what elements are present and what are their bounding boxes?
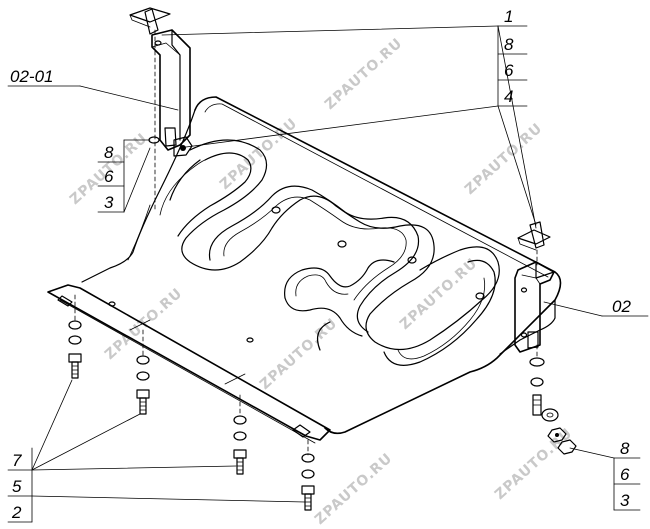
callout-label: 6 <box>504 61 514 80</box>
fastener-stack-3 <box>233 415 247 475</box>
callout-label: 3 <box>620 491 630 510</box>
fastener-stack-1 <box>68 320 82 379</box>
callout-bottom-left: 7 5 2 <box>11 451 22 522</box>
callout-label: 6 <box>104 167 114 186</box>
watermark: ZPAUTO.RU <box>492 425 576 503</box>
watermark: ZPAUTO.RU <box>312 450 396 528</box>
callout-label: 1 <box>504 7 513 26</box>
callout-left-middle: 8 6 3 <box>104 143 114 212</box>
watermark: ZPAUTO.RU <box>217 115 301 193</box>
assembly-axes <box>74 29 538 456</box>
top-right-clip <box>517 221 551 251</box>
watermark: ZPAUTO.RU <box>257 315 341 393</box>
watermark: ZPAUTO.RU <box>397 255 481 333</box>
callout-label: 2 <box>11 503 22 522</box>
callout-label: 4 <box>504 87 513 106</box>
callout-label: 8 <box>620 439 630 458</box>
callout-top-right: 1 8 6 4 <box>504 7 514 106</box>
callout-tag-02-01: 02-01 <box>10 67 53 86</box>
left-bracket <box>148 29 193 157</box>
top-left-clip <box>129 7 171 35</box>
callout-label: 8 <box>104 143 114 162</box>
fastener-stack-right <box>529 357 577 455</box>
callout-tag-02: 02 <box>612 297 631 316</box>
leader-lines <box>7 25 649 523</box>
callout-label: 8 <box>504 35 514 54</box>
fastener-stack-2 <box>136 355 150 415</box>
watermark: ZPAUTO.RU <box>462 120 546 198</box>
skid-plate <box>47 96 562 444</box>
callout-label: 3 <box>104 193 114 212</box>
callout-label: 6 <box>620 465 630 484</box>
callout-label: 5 <box>12 477 22 496</box>
callout-label: 7 <box>12 451 22 470</box>
watermark: ZPAUTO.RU <box>322 35 406 113</box>
right-bracket <box>514 261 555 353</box>
callout-bottom-right: 8 6 3 <box>620 439 630 510</box>
watermark-layer: ZPAUTO.RU ZPAUTO.RU ZPAUTO.RU ZPAUTO.RU … <box>67 35 576 528</box>
